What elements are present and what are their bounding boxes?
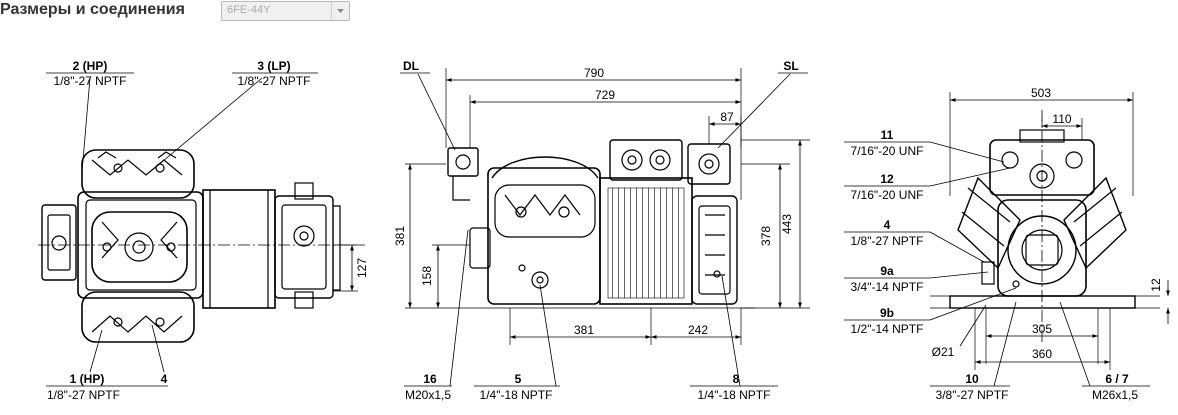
callout-1hp-id: 1 (HP) [70, 372, 105, 386]
callout-4-end-id: 4 [884, 218, 891, 232]
callout-11-id: 11 [881, 128, 894, 142]
side-view [38, 72, 365, 387]
callout-16-id: 16 [423, 372, 437, 386]
callout-5-id: 5 [515, 372, 522, 386]
callout-6-7-spec: M26x1,5 [1092, 388, 1138, 402]
chevron-down-icon[interactable] [331, 2, 349, 20]
front-view [400, 68, 810, 387]
callout-dl: DL [403, 59, 419, 73]
callout-5-spec: 1/4"-18 NPTF [480, 388, 553, 402]
page-title: Размеры и соединения [0, 1, 185, 18]
callout-11-spec: 7/16"-20 UNF [851, 144, 924, 158]
model-select[interactable]: 6FE-44Y [221, 1, 350, 21]
callout-1hp-spec: 1/8"-27 NPTF [47, 388, 120, 402]
callout-6-7-id: 6 / 7 [1105, 372, 1129, 386]
end-view [844, 92, 1170, 387]
dim-729: 729 [595, 88, 615, 102]
callout-12-spec: 7/16"-20 UNF [851, 188, 924, 202]
callout-9b-id: 9b [880, 306, 894, 320]
model-select-value: 6FE-44Y [227, 4, 271, 16]
dim-110: 110 [1052, 112, 1071, 126]
callout-12-id: 12 [880, 172, 894, 186]
dim-360: 360 [1032, 347, 1052, 361]
callout-3lp-spec: 1/8"-27 NPTF [238, 74, 311, 88]
dim-dia-21: Ø21 [932, 345, 955, 359]
callout-10-id: 10 [965, 372, 979, 386]
dim-378: 378 [759, 226, 773, 246]
callout-9a-spec: 3/4"-14 NPTF [851, 280, 924, 294]
dim-158: 158 [420, 266, 434, 286]
callout-8-spec: 1/4"-18 NPTF [698, 388, 771, 402]
callout-10-spec: 3/8"-27 NPTF [936, 388, 1009, 402]
dim-242: 242 [688, 323, 708, 337]
callout-4-end-spec: 1/8"-27 NPTF [851, 234, 924, 248]
dim-127: 127 [355, 258, 369, 278]
callout-sl: SL [783, 59, 798, 73]
dim-381-bottom: 381 [574, 323, 594, 337]
callout-2hp-spec: 1/8"-27 NPTF [54, 74, 127, 88]
callout-16-spec: M20x1,5 [405, 388, 451, 402]
dim-503: 503 [1031, 86, 1051, 100]
dim-87: 87 [720, 110, 734, 124]
dim-443: 443 [780, 214, 794, 234]
dim-790: 790 [584, 66, 604, 80]
callout-9b-spec: 1/2"-14 NPTF [851, 322, 924, 336]
callout-3lp-id: 3 (LP) [257, 59, 290, 73]
callout-4-id: 4 [161, 372, 168, 386]
callout-9a-id: 9a [880, 264, 894, 278]
callout-2hp-id: 2 (HP) [73, 59, 108, 73]
dim-12: 12 [1149, 278, 1163, 292]
callout-8-id: 8 [733, 372, 740, 386]
dim-381-vertical: 381 [393, 226, 407, 246]
dim-305: 305 [1032, 322, 1052, 336]
